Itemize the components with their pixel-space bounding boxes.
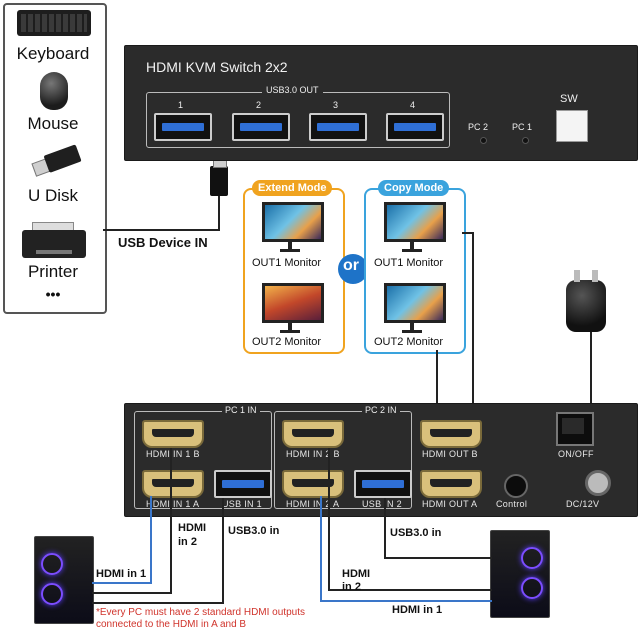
right-hdmi-in2-cable-v — [328, 448, 330, 590]
onoff-label: ON/OFF — [558, 449, 594, 459]
hdmi-out-a-port — [420, 470, 482, 498]
mouse-label: Mouse — [27, 114, 79, 133]
left-hdmi-in1-label: HDMI in 1 — [96, 568, 147, 580]
hdmi-in-1a-label: HDMI IN 1 A — [146, 499, 200, 509]
hdmi-out-b-label: HDMI OUT B — [422, 449, 478, 459]
usb-in-1-port — [214, 470, 272, 498]
extend-out2-label: OUT2 Monitor — [252, 336, 322, 348]
left-hdmi-in2-cable-h — [92, 592, 172, 594]
left-hdmi-in2-label-b: in 2 — [178, 536, 197, 548]
printer-label: Printer — [27, 262, 79, 281]
usb-in-2-label: USB IN 2 — [362, 499, 402, 509]
copy-mode-box — [364, 188, 466, 354]
keyboard-icon — [17, 10, 91, 36]
extend-out2-monitor-icon — [262, 283, 324, 323]
left-usb-cable-v — [222, 498, 224, 604]
right-pc-icon — [490, 530, 550, 618]
copy-mode-tag: Copy Mode — [378, 180, 450, 196]
usb-port-3-label: 3 — [333, 100, 339, 110]
hdmi-in-1b-port — [142, 420, 204, 448]
usb-port-1-label: 1 — [178, 100, 184, 110]
note-line-2: connected to the HDMI in A and B — [96, 619, 247, 630]
usb-out-group-label: USB3.0 OUT — [262, 85, 323, 95]
pc2-in-group-frame — [274, 411, 412, 509]
power-cable — [590, 332, 592, 422]
left-hdmi-in1-cable-v — [150, 496, 152, 584]
left-usb-label: USB3.0 in — [228, 525, 280, 537]
pc1-in-group-frame — [134, 411, 272, 509]
right-usb-cable-v — [384, 498, 386, 558]
usb-in-1-label: USB IN 1 — [222, 499, 262, 509]
device-title: HDMI KVM Switch 2x2 — [146, 59, 288, 75]
copy-out2-monitor-icon — [384, 283, 446, 323]
left-pc-icon — [34, 536, 94, 624]
switch-button[interactable] — [556, 110, 588, 142]
hdmi-in-2a-port — [282, 470, 344, 498]
pc2-led — [480, 137, 487, 144]
copy-out2-label: OUT2 Monitor — [374, 336, 444, 348]
left-hdmi-in2-cable-v — [170, 448, 172, 594]
right-hdmi-in1-label: HDMI in 1 — [392, 604, 443, 616]
copy-out1-label: OUT1 Monitor — [374, 257, 444, 269]
power-adapter-icon — [566, 280, 606, 332]
left-hdmi-in2-label-a: HDMI — [178, 522, 207, 534]
pc1-in-group-label: PC 1 IN — [222, 405, 260, 415]
mouse-icon — [40, 72, 68, 110]
hdmi-out-b-cable-h — [462, 232, 474, 234]
pc2-indicator-label: PC 2 — [468, 122, 489, 132]
pc2-in-group-label: PC 2 IN — [362, 405, 400, 415]
right-hdmi-in2-label-a: HDMI — [342, 568, 371, 580]
right-hdmi-in2-label-b: in 2 — [342, 581, 361, 593]
usb-out-port-2 — [232, 113, 290, 141]
hdmi-out-b-cable — [472, 232, 474, 420]
control-label: Control — [496, 499, 528, 509]
sw-label: SW — [560, 93, 578, 105]
dc-jack — [585, 470, 611, 496]
pc1-led — [522, 137, 529, 144]
left-hdmi-in1-cable-h — [92, 582, 152, 584]
kvm-front-panel — [124, 45, 638, 161]
left-usb-cable-h — [92, 602, 224, 604]
usb-out-port-4 — [386, 113, 444, 141]
or-label: or — [343, 257, 359, 274]
extend-out1-monitor-icon — [262, 202, 324, 242]
hdmi-in-1a-port — [142, 470, 204, 498]
hdmi-out-a-label: HDMI OUT A — [422, 499, 478, 509]
usb-port-4-label: 4 — [410, 100, 416, 110]
hdmi-in-2b-label: HDMI IN 2 B — [286, 449, 340, 459]
printer-icon — [22, 222, 86, 260]
extend-mode-tag: Extend Mode — [252, 180, 333, 196]
more-devices: ••• — [45, 286, 61, 302]
usb-out-port-3 — [309, 113, 367, 141]
extend-out1-label: OUT1 Monitor — [252, 257, 322, 269]
right-usb-cable-h — [384, 557, 492, 559]
usb-out-port-1 — [154, 113, 212, 141]
right-hdmi-in1-cable-v — [320, 496, 322, 602]
usb-cable — [103, 229, 219, 231]
right-usb-label: USB3.0 in — [390, 527, 442, 539]
hdmi-out-a-cable — [436, 350, 438, 420]
right-hdmi-in2-cable-h — [328, 589, 492, 591]
copy-out1-monitor-icon — [384, 202, 446, 242]
udisk-label: U Disk — [27, 186, 79, 205]
usb-in-2-port — [354, 470, 412, 498]
kvm-rear-panel — [124, 403, 638, 517]
usb-port-2-label: 2 — [256, 100, 262, 110]
hdmi-in-2b-port — [282, 420, 344, 448]
dc-label: DC/12V — [566, 499, 600, 509]
keyboard-label: Keyboard — [16, 44, 90, 63]
hdmi-out-b-port — [420, 420, 482, 448]
note-line-1: *Every PC must have 2 standard HDMI outp… — [96, 607, 305, 618]
usb-cable-vertical — [218, 196, 220, 231]
or-badge — [338, 254, 368, 284]
pc1-indicator-label: PC 1 — [512, 122, 533, 132]
usb-device-in-label: USB Device IN — [118, 235, 208, 250]
right-hdmi-in1-cable-h — [320, 600, 492, 602]
hdmi-in-2a-label: HDMI IN 2 A — [286, 499, 340, 509]
control-port — [504, 474, 528, 498]
usb-plug-icon — [210, 156, 228, 196]
hdmi-in-1b-label: HDMI IN 1 B — [146, 449, 200, 459]
